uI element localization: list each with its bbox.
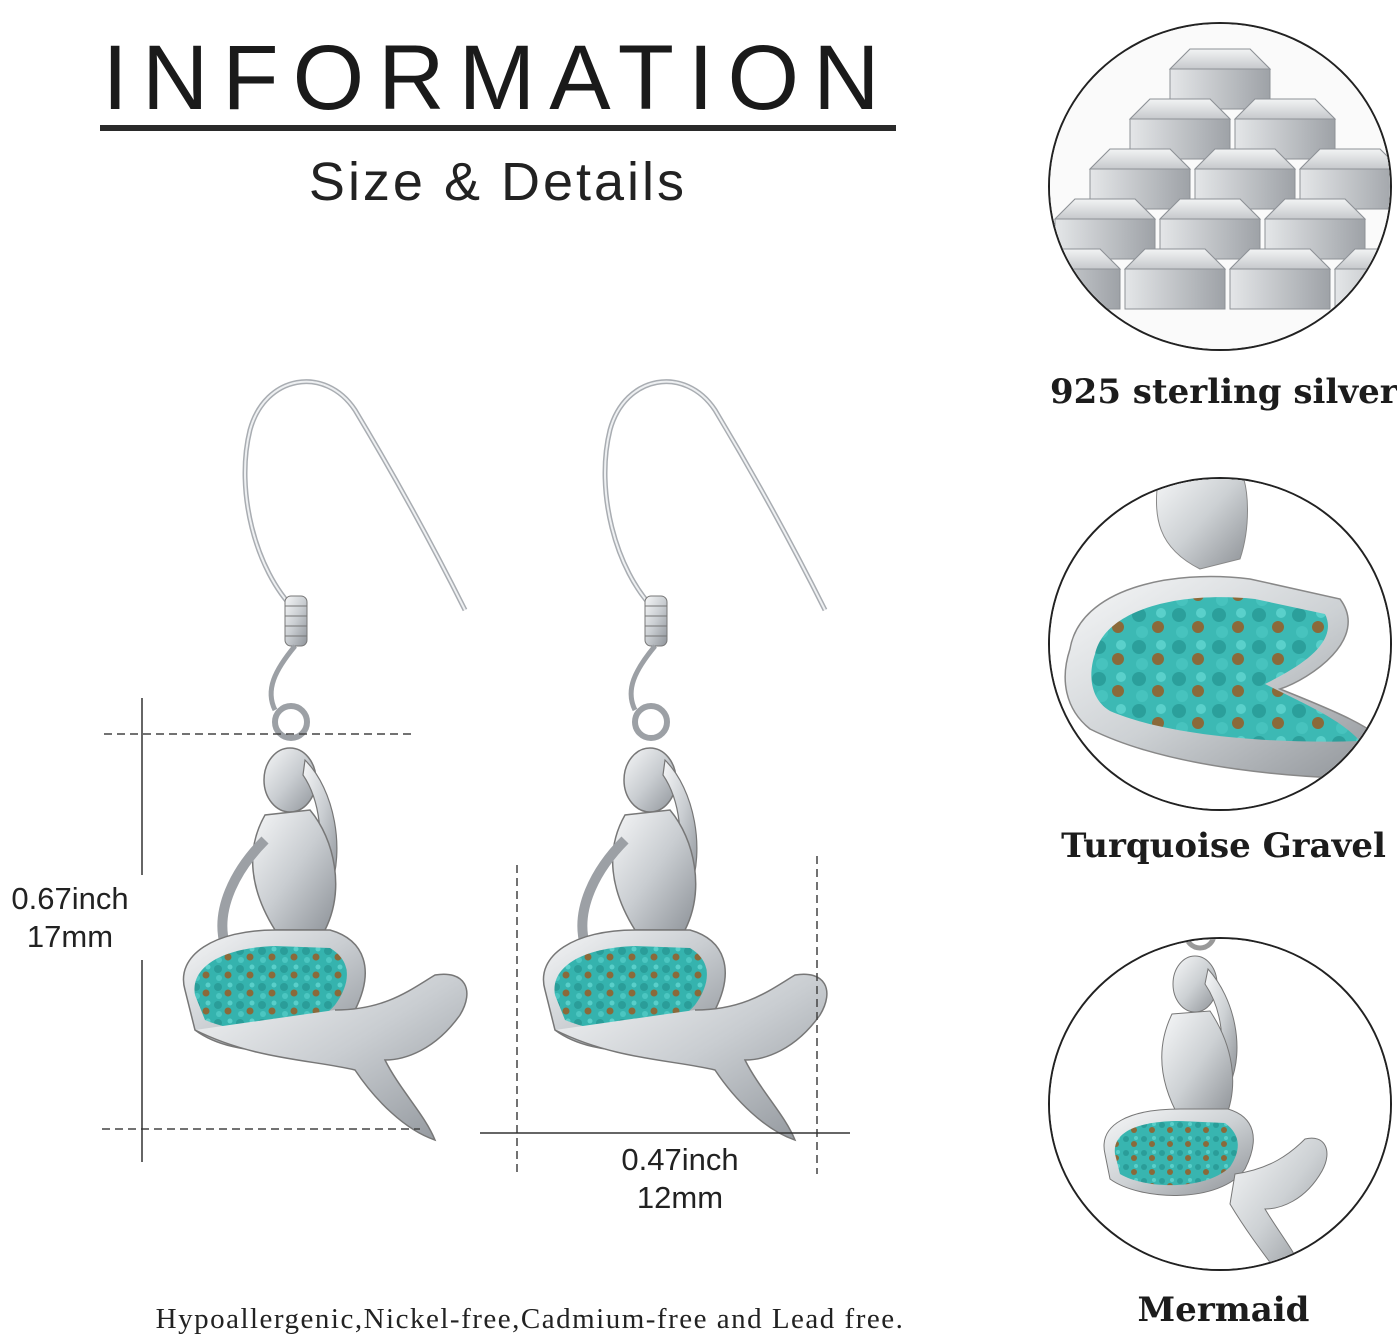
page-subtitle: Size & Details — [308, 152, 688, 212]
title-divider — [100, 125, 896, 131]
earrings-illustration — [102, 0, 850, 1174]
material-safety-note: Hypoallergenic,Nickel-free,Cadmium-free … — [155, 1303, 905, 1335]
silver-bars-image — [1048, 22, 1392, 351]
mermaid-pendant-image — [1048, 937, 1392, 1271]
width-dimension: 0.47inch 12mm — [580, 1141, 780, 1217]
silver-feature-label: 925 sterling silver — [1050, 372, 1397, 412]
width-inch-label: 0.47inch — [621, 1142, 739, 1177]
mermaid-feature-label: Mermaid — [1137, 1290, 1310, 1330]
turquoise-feature-label: Turquoise Gravel — [1061, 826, 1386, 866]
left-earring — [183, 382, 466, 1140]
page-title: INFORMATION — [102, 27, 894, 129]
turquoise-closeup-image — [1048, 477, 1392, 811]
right-earring — [543, 382, 826, 1140]
height-dimension: 0.67inch 17mm — [0, 880, 140, 956]
height-inch-label: 0.67inch — [11, 881, 129, 916]
height-mm-label: 17mm — [26, 919, 114, 954]
width-mm-label: 12mm — [636, 1180, 724, 1215]
